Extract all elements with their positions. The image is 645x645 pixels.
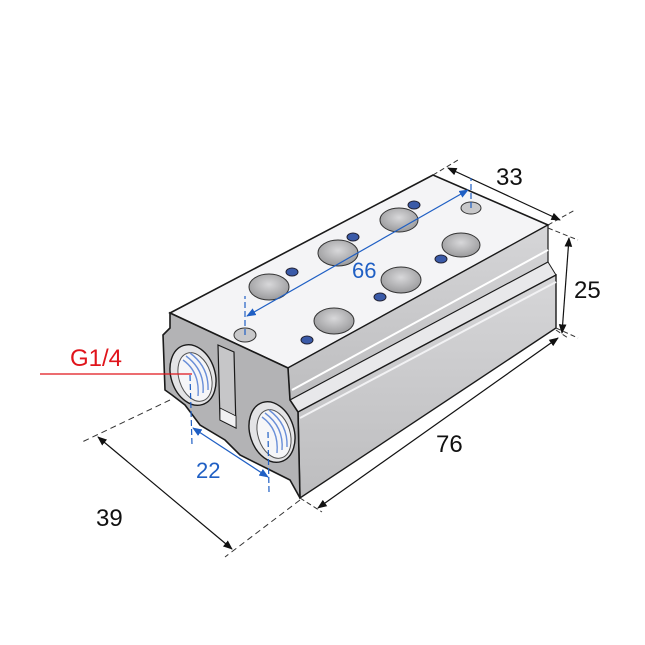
dimension-length: 76 [299,329,569,513]
thread-callout-label: G1/4 [70,345,122,372]
dimension-hole-spacing: 66 [244,178,472,335]
dimension-height: 25 [547,227,601,339]
dimension-width-top: 33 [432,159,576,226]
dimension-label-22: 22 [196,458,220,483]
dimension-depth: 39 [79,399,301,558]
dimension-label-39: 39 [96,505,123,532]
manifold-block [162,174,557,500]
dimension-label-66: 66 [352,258,376,283]
thread-callout: G1/4 [40,345,192,375]
dimension-label-76: 76 [436,431,463,458]
dimension-label-25: 25 [574,277,601,304]
dimension-label-33: 33 [496,164,523,191]
dimension-port-spacing: 22 [189,374,270,493]
port-left [169,344,217,406]
